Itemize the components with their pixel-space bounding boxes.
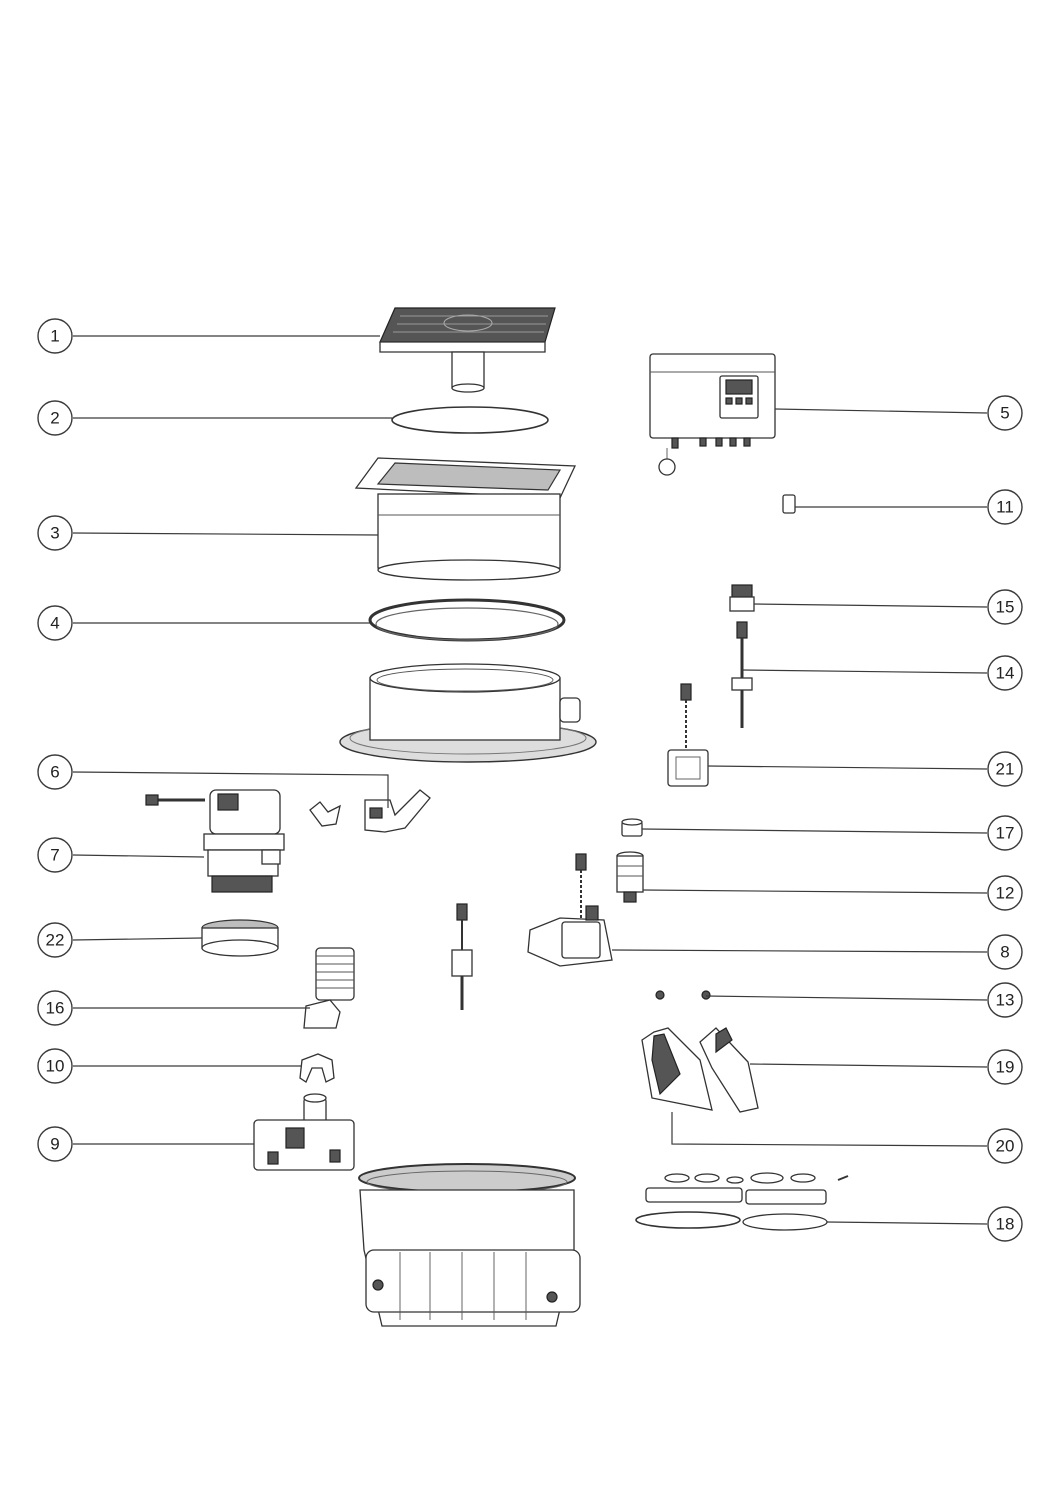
callout-label: 22	[46, 931, 65, 950]
callout-22: 22	[37, 922, 73, 958]
part-small-ring	[621, 818, 643, 837]
part-tank-upper	[339, 663, 597, 763]
callout-14: 14	[987, 655, 1023, 691]
callout-label: 8	[1000, 943, 1009, 962]
part-pump-unit	[145, 789, 285, 893]
callout-label: 2	[50, 409, 59, 428]
callout-circle	[37, 990, 73, 1026]
callout-label: 12	[996, 884, 1015, 903]
callout-7: 7	[37, 837, 73, 873]
callout-label: 19	[996, 1058, 1015, 1077]
callout-17: 17	[987, 815, 1023, 851]
part-bellows-hose	[303, 947, 355, 1029]
callout-15: 15	[987, 589, 1023, 625]
callout-label: 20	[996, 1137, 1015, 1156]
callout-label: 13	[996, 991, 1015, 1010]
part-filter-cartridge	[616, 851, 644, 903]
callout-circle	[37, 515, 73, 551]
callout-circle	[987, 1128, 1023, 1164]
callout-circle	[987, 934, 1023, 970]
callout-circle	[37, 605, 73, 641]
part-pump-housing	[253, 1093, 355, 1171]
callout-9: 9	[37, 1126, 73, 1162]
callout-circle	[987, 1206, 1023, 1242]
callout-label: 3	[50, 524, 59, 543]
part-connector	[729, 584, 755, 612]
callout-8: 8	[987, 934, 1023, 970]
callout-circle	[987, 489, 1023, 525]
callout-label: 7	[50, 846, 59, 865]
callout-circle	[987, 655, 1023, 691]
callout-circle	[37, 318, 73, 354]
callout-circle	[37, 1126, 73, 1162]
callout-label: 21	[996, 760, 1015, 779]
callout-circle	[37, 1048, 73, 1084]
part-seal-ring	[368, 598, 566, 642]
callout-circle	[987, 815, 1023, 851]
callout-label: 1	[50, 327, 59, 346]
callout-label: 16	[46, 999, 65, 1018]
callout-circle	[987, 589, 1023, 625]
callout-label: 6	[50, 763, 59, 782]
callout-label: 14	[996, 664, 1015, 683]
callout-3: 3	[37, 515, 73, 551]
part-tank-lower	[358, 1163, 581, 1327]
leader-lines	[72, 335, 988, 1225]
callout-20: 20	[987, 1128, 1023, 1164]
callout-circle	[987, 982, 1023, 1018]
callout-circle	[37, 922, 73, 958]
callout-4: 4	[37, 605, 73, 641]
callout-label: 18	[996, 1215, 1015, 1234]
part-gasket-kit	[635, 1172, 849, 1231]
callout-circle	[37, 754, 73, 790]
callout-16: 16	[37, 990, 73, 1026]
part-pipe-elbow	[309, 789, 431, 833]
part-switch-unit	[527, 853, 613, 967]
part-o-ring	[391, 406, 549, 434]
callout-13: 13	[987, 982, 1023, 1018]
callout-10: 10	[37, 1048, 73, 1084]
part-sensor-box	[667, 683, 709, 787]
callout-circle	[987, 875, 1023, 911]
callout-11: 11	[987, 489, 1023, 525]
part-small-cap	[782, 494, 796, 514]
part-control-unit	[649, 353, 776, 476]
callout-label: 5	[1000, 404, 1009, 423]
callout-2: 2	[37, 400, 73, 436]
callout-label: 4	[50, 614, 59, 633]
callout-circle	[37, 837, 73, 873]
callout-label: 17	[996, 824, 1015, 843]
callout-label: 9	[50, 1135, 59, 1154]
part-screws	[655, 990, 711, 1000]
callout-label: 11	[996, 498, 1014, 517]
callout-circle	[987, 751, 1023, 787]
callout-label: 10	[46, 1057, 65, 1076]
callout-label: 15	[996, 598, 1015, 617]
callout-6: 6	[37, 754, 73, 790]
callout-circle	[987, 395, 1023, 431]
part-grate-cover	[379, 307, 556, 393]
callout-5: 5	[987, 395, 1023, 431]
part-hinged-flap-left	[641, 1027, 713, 1111]
part-ring-nut	[201, 919, 279, 957]
part-frame-extension	[354, 457, 577, 581]
part-clip	[299, 1053, 335, 1083]
part-hinged-flap-right	[699, 1027, 759, 1113]
part-level-probe	[451, 903, 473, 1010]
callout-1: 1	[37, 318, 73, 354]
callout-19: 19	[987, 1049, 1023, 1085]
part-sensor-rod	[731, 621, 753, 728]
callout-circle	[37, 400, 73, 436]
callout-21: 21	[987, 751, 1023, 787]
callout-18: 18	[987, 1206, 1023, 1242]
callout-circle	[987, 1049, 1023, 1085]
callout-12: 12	[987, 875, 1023, 911]
